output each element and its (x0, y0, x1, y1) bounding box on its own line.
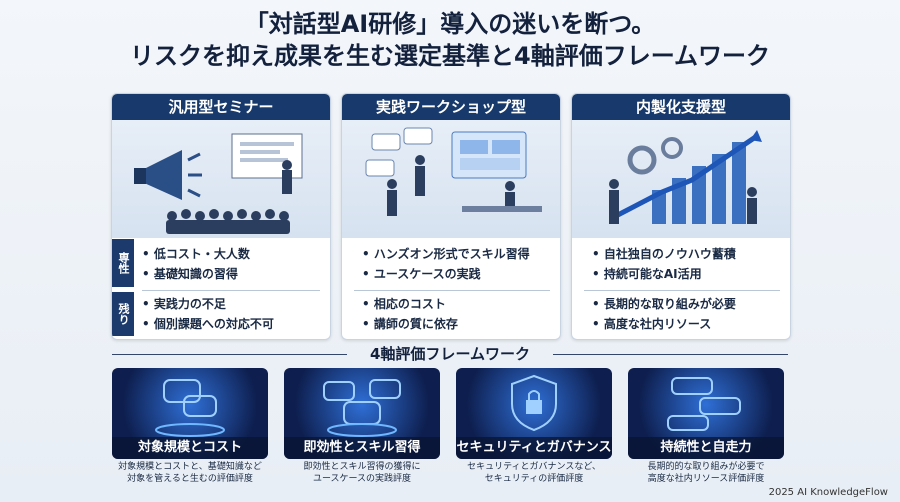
card-practical-workshop: 実践ワークショップ型 ハンズオン形式でスキル習得 ユースケースの実践 相応のコス… (341, 93, 561, 340)
cons-list: 長期的な取り組みが必要 高度な社内リソース (572, 294, 790, 334)
divider (553, 354, 788, 355)
desc-line: 対象を管えると生むの評価評度 (127, 474, 253, 484)
framework-label: 即効性とスキル習得 (284, 437, 440, 459)
title-line2: リスクを抑え成果を生む選定基準と4軸評価フレームワーク (130, 42, 770, 70)
pros-item: 自社独自のノウハウ蓄積 (592, 244, 790, 264)
desc-line: 即効性とスキル習得の獲得に (303, 462, 421, 472)
chat-bubbles-icon (667, 377, 741, 431)
desc-line: ユースケースの実践評度 (312, 474, 412, 484)
framework-item-speed-skill: 即効性とスキル習得 (284, 368, 440, 459)
shield-lock-icon (511, 374, 557, 432)
divider (584, 290, 780, 291)
card-header: 内製化支援型 (572, 94, 790, 120)
card-general-seminar: 汎用型セミナー 専性 低コスト・大人数 基礎知識の習得 残り 実践力の不足 個 (111, 93, 331, 340)
framework-item-security: セキュリティとガバナンス (456, 368, 612, 459)
cons-item: 長期的な取り組みが必要 (592, 294, 790, 314)
cons-tag: 残り (112, 292, 134, 336)
pros-list: 低コスト・大人数 基礎知識の習得 (112, 244, 330, 284)
growth-arrow-icon (609, 130, 762, 224)
cons-list: 相応のコスト 講師の質に依存 (342, 294, 560, 334)
pros-list: 自社独自のノウハウ蓄積 持続可能なAI活用 (572, 244, 790, 284)
pros-item: ハンズオン形式でスキル習得 (362, 244, 560, 264)
chat-bubbles-icon (155, 379, 225, 437)
title-line1: 「対話型AI研修」導入の迷いを断つ。 (244, 10, 656, 38)
pros-tag: 専性 (112, 239, 134, 287)
framework-label: セキュリティとガバナンス (456, 437, 612, 459)
card-header: 実践ワークショップ型 (342, 94, 560, 120)
footer-credit: 2025 AI KnowledgeFlow (768, 487, 888, 498)
framework-description: 即効性とスキル習得の獲得に ユースケースの実践評度 (274, 461, 450, 485)
framework-item-scale-cost: 対象規模とコスト (112, 368, 268, 459)
framework-label: 対象規模とコスト (112, 437, 268, 459)
cons-item: 講師の質に依存 (362, 314, 560, 334)
divider (112, 354, 347, 355)
pros-item: ユースケースの実践 (362, 264, 560, 284)
cons-item: 相応のコスト (362, 294, 560, 314)
desc-line: セキュリティとガバナンスなど、 (467, 462, 601, 472)
card-header: 汎用型セミナー (112, 94, 330, 120)
desc-line: セキュリティの評価評度 (484, 474, 584, 484)
page-title: 「対話型AI研修」導入の迷いを断つ。 リスクを抑え成果を生む選定基準と4軸評価フ… (0, 8, 900, 72)
framework-description: 長期的的な取り組みが必要で 高度な社内リソース評価評度 (618, 461, 794, 485)
framework-label: 持続性と自走力 (628, 437, 784, 459)
cons-item: 実践力の不足 (142, 294, 330, 314)
pros-item: 低コスト・大人数 (142, 244, 330, 264)
in-house-illustration (572, 120, 790, 238)
workshop-illustration (342, 120, 560, 238)
cons-list: 実践力の不足 個別課題への対応不可 (112, 294, 330, 334)
card-in-house-support: 内製化支援型 自社独自のノウハウ蓄積 持続可能なAI活用 長期的な取り組みが必要 (571, 93, 791, 340)
chat-bubbles-icon (323, 379, 401, 437)
pros-list: ハンズオン形式でスキル習得 ユースケースの実践 (342, 244, 560, 284)
pros-item: 持続可能なAI活用 (592, 264, 790, 284)
pros-item: 基礎知識の習得 (142, 264, 330, 284)
divider (354, 290, 550, 291)
desc-line: 対象規模とコストと、基礎知識など (118, 462, 262, 472)
cons-item: 高度な社内リソース (592, 314, 790, 334)
desc-line: 長期的的な取り組みが必要で (647, 462, 765, 472)
framework-description: 対象規模とコストと、基礎知識など 対象を管えると生むの評価評度 (102, 461, 278, 485)
cons-item: 個別課題への対応不可 (142, 314, 330, 334)
megaphone-icon (134, 133, 303, 234)
desc-line: 高度な社内リソース評価評度 (647, 474, 765, 484)
framework-item-sustainability: 持続性と自走力 (628, 368, 784, 459)
framework-title: 4軸評価フレームワーク (370, 345, 530, 363)
seminar-illustration (112, 120, 330, 238)
divider (142, 290, 320, 291)
chat-bubbles-icon (365, 127, 542, 216)
framework-description: セキュリティとガバナンスなど、 セキュリティの評価評度 (446, 461, 622, 485)
